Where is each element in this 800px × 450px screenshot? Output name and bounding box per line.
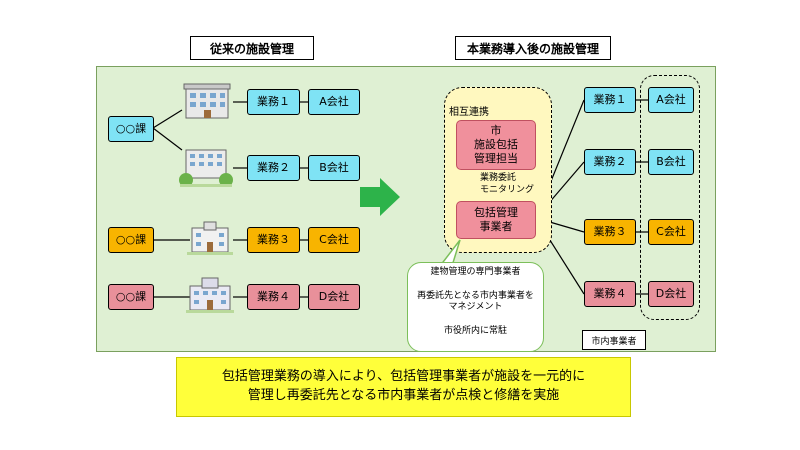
local-business-tag: 市内事業者 bbox=[582, 330, 646, 350]
transition-arrow bbox=[360, 178, 400, 216]
manager-callout: 建物管理の専門事業者 再委託先となる市内事業者を マネジメント 市役所内に常駐 bbox=[407, 262, 544, 352]
city-box-line-3: 管理担当 bbox=[474, 152, 518, 166]
department-3: ○○課 bbox=[108, 284, 154, 310]
department-1: ○○課 bbox=[108, 116, 154, 142]
summary-line-1: 包括管理業務の導入により、包括管理事業者が施設を一元的に bbox=[221, 369, 586, 385]
left-company-d: D会社 bbox=[308, 284, 360, 310]
left-task-4: 業務４ bbox=[247, 284, 300, 310]
local-business-group bbox=[640, 75, 700, 320]
left-company-a: A会社 bbox=[308, 89, 360, 115]
right-company-b: B会社 bbox=[648, 149, 694, 175]
manager-box-line-2: 事業者 bbox=[479, 220, 513, 233]
left-task-1: 業務１ bbox=[247, 89, 300, 115]
city-box-line-1: 市 bbox=[490, 123, 502, 137]
left-task-3: 業務３ bbox=[247, 227, 300, 253]
callout-line-2b: マネジメント bbox=[448, 302, 503, 313]
manager-box: 包括管理 事業者 bbox=[456, 201, 536, 239]
summary-box: 包括管理業務の導入により、包括管理事業者が施設を一元的に 管理し再委託先となる市… bbox=[176, 357, 631, 417]
callout-line-3: 市役所内に常駐 bbox=[443, 326, 507, 337]
arrow-label-line-2: モニタリング bbox=[480, 184, 535, 195]
callout-line-2a: 再委託先となる市内事業者を bbox=[417, 290, 534, 301]
right-task-1: 業務１ bbox=[584, 87, 636, 113]
summary-line-2: 管理し再委託先となる市内事業者が点検と修繕を実施 bbox=[247, 388, 560, 403]
building-2-icon bbox=[179, 149, 233, 187]
callout-line-1: 建物管理の専門事業者 bbox=[430, 267, 521, 277]
right-task-2: 業務２ bbox=[584, 149, 636, 175]
right-task-3: 業務３ bbox=[584, 219, 636, 245]
title-before: 従来の施設管理 bbox=[190, 36, 314, 60]
right-company-a: A会社 bbox=[648, 87, 694, 113]
department-2: ○○課 bbox=[108, 227, 154, 253]
building-1-icon bbox=[183, 83, 231, 119]
manager-box-line-1: 包括管理 bbox=[474, 205, 518, 219]
cooperation-label: 相互連携 bbox=[449, 107, 489, 118]
city-management-box: 市 施設包括 管理担当 bbox=[456, 120, 536, 170]
city-box-line-2: 施設包括 bbox=[474, 137, 518, 151]
left-task-2: 業務２ bbox=[247, 155, 300, 181]
arrow-label-line-1: 業務委託 bbox=[480, 173, 517, 183]
left-company-b: B会社 bbox=[308, 155, 360, 181]
right-company-c: C会社 bbox=[648, 219, 694, 245]
building-3-icon bbox=[187, 221, 233, 255]
left-company-c: C会社 bbox=[308, 227, 360, 253]
right-company-d: D会社 bbox=[648, 281, 694, 307]
arrow-label: 業務委託 モニタリング bbox=[480, 173, 534, 196]
right-task-4: 業務４ bbox=[584, 281, 636, 307]
building-4-icon bbox=[186, 277, 234, 313]
title-after: 本業務導入後の施設管理 bbox=[455, 36, 611, 60]
